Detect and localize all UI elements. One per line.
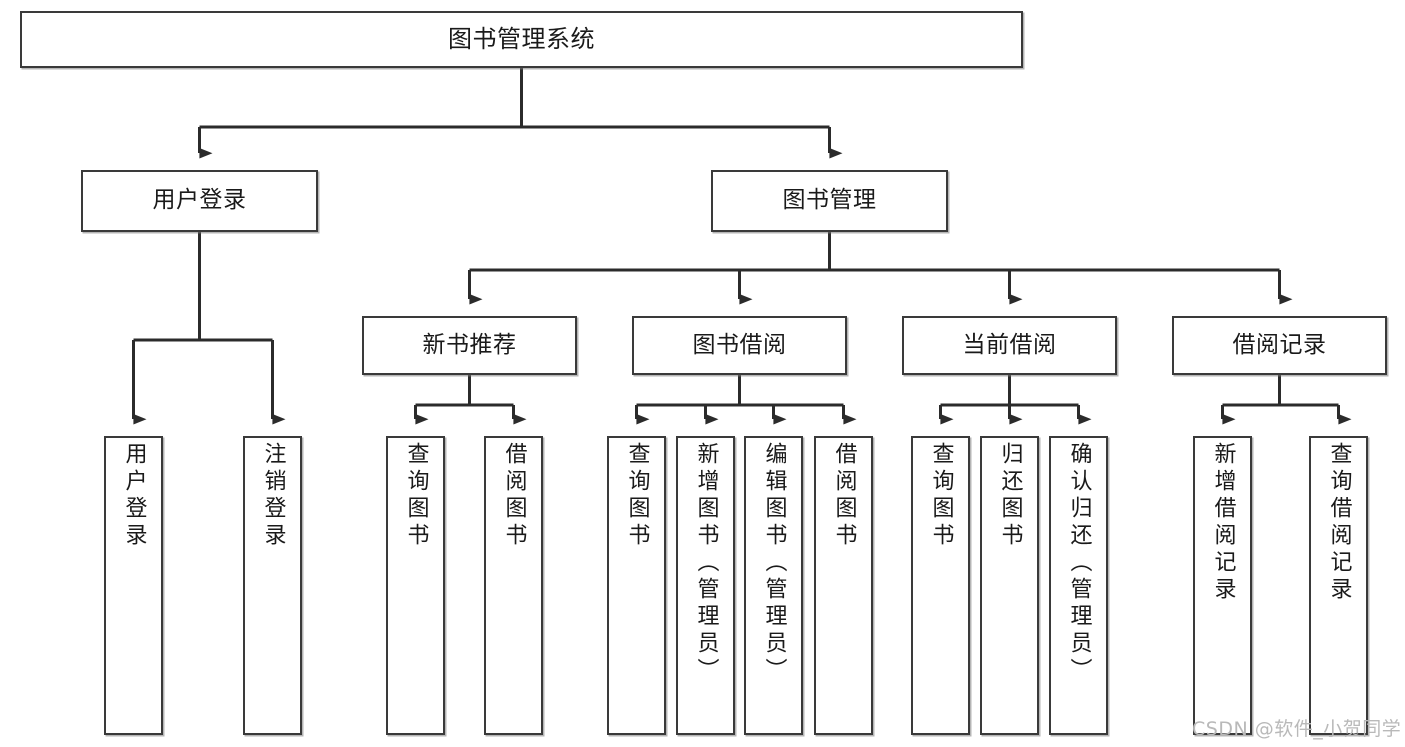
node-leaf-label: 编辑图书（管理员）	[761, 442, 787, 685]
node-leaf-label: 新增借阅记录	[1210, 442, 1236, 604]
node-root-label: 图书管理系统	[448, 25, 595, 54]
node-book-manage[interactable]: 图书管理	[711, 170, 948, 232]
node-leaf-label: 用户登录	[121, 442, 147, 550]
node-leaf-label: 查询图书	[403, 442, 429, 550]
csdn-watermark: CSDN @软件_小贺同学	[1192, 718, 1402, 740]
node-leaf-label: 归还图书	[997, 442, 1023, 550]
node-leaf-book-borrow-lend[interactable]: 借阅图书	[814, 436, 873, 735]
node-borrow-record[interactable]: 借阅记录	[1172, 316, 1387, 375]
node-leaf-user-login-signout[interactable]: 注销登录	[243, 436, 302, 735]
node-leaf-label: 查询图书	[624, 442, 650, 550]
node-book-manage-label: 图书管理	[782, 187, 877, 214]
node-leaf-user-login-signin[interactable]: 用户登录	[104, 436, 163, 735]
node-leaf-book-borrow-add[interactable]: 新增图书（管理员）	[676, 436, 735, 735]
node-leaf-label: 借阅图书	[831, 442, 857, 550]
node-current-borrow-label: 当前借阅	[962, 331, 1057, 358]
node-user-login-label: 用户登录	[152, 187, 247, 214]
node-leaf-book-borrow-edit[interactable]: 编辑图书（管理员）	[744, 436, 803, 735]
node-new-book-recommend-label: 新书推荐	[422, 331, 517, 358]
node-borrow-record-label: 借阅记录	[1232, 331, 1327, 358]
node-leaf-label: 注销登录	[260, 442, 286, 550]
node-user-login[interactable]: 用户登录	[81, 170, 318, 232]
node-leaf-label: 查询借阅记录	[1326, 442, 1352, 604]
node-leaf-borrow-record-query[interactable]: 查询借阅记录	[1309, 436, 1368, 735]
node-leaf-new-book-query[interactable]: 查询图书	[386, 436, 445, 735]
node-leaf-current-borrow-confirm[interactable]: 确认归还（管理员）	[1049, 436, 1108, 735]
node-leaf-book-borrow-query[interactable]: 查询图书	[607, 436, 666, 735]
node-leaf-new-book-borrow[interactable]: 借阅图书	[484, 436, 543, 735]
node-leaf-current-borrow-return[interactable]: 归还图书	[980, 436, 1039, 735]
node-current-borrow[interactable]: 当前借阅	[902, 316, 1117, 375]
node-book-borrow[interactable]: 图书借阅	[632, 316, 847, 375]
node-root-library-system[interactable]: 图书管理系统	[20, 11, 1023, 68]
node-leaf-label: 新增图书（管理员）	[693, 442, 719, 685]
node-leaf-label: 查询图书	[928, 442, 954, 550]
node-leaf-current-borrow-query[interactable]: 查询图书	[911, 436, 970, 735]
node-leaf-label: 借阅图书	[501, 442, 527, 550]
node-book-borrow-label: 图书借阅	[692, 331, 787, 358]
node-leaf-label: 确认归还（管理员）	[1066, 442, 1092, 685]
node-leaf-borrow-record-add[interactable]: 新增借阅记录	[1193, 436, 1252, 735]
node-new-book-recommend[interactable]: 新书推荐	[362, 316, 577, 375]
